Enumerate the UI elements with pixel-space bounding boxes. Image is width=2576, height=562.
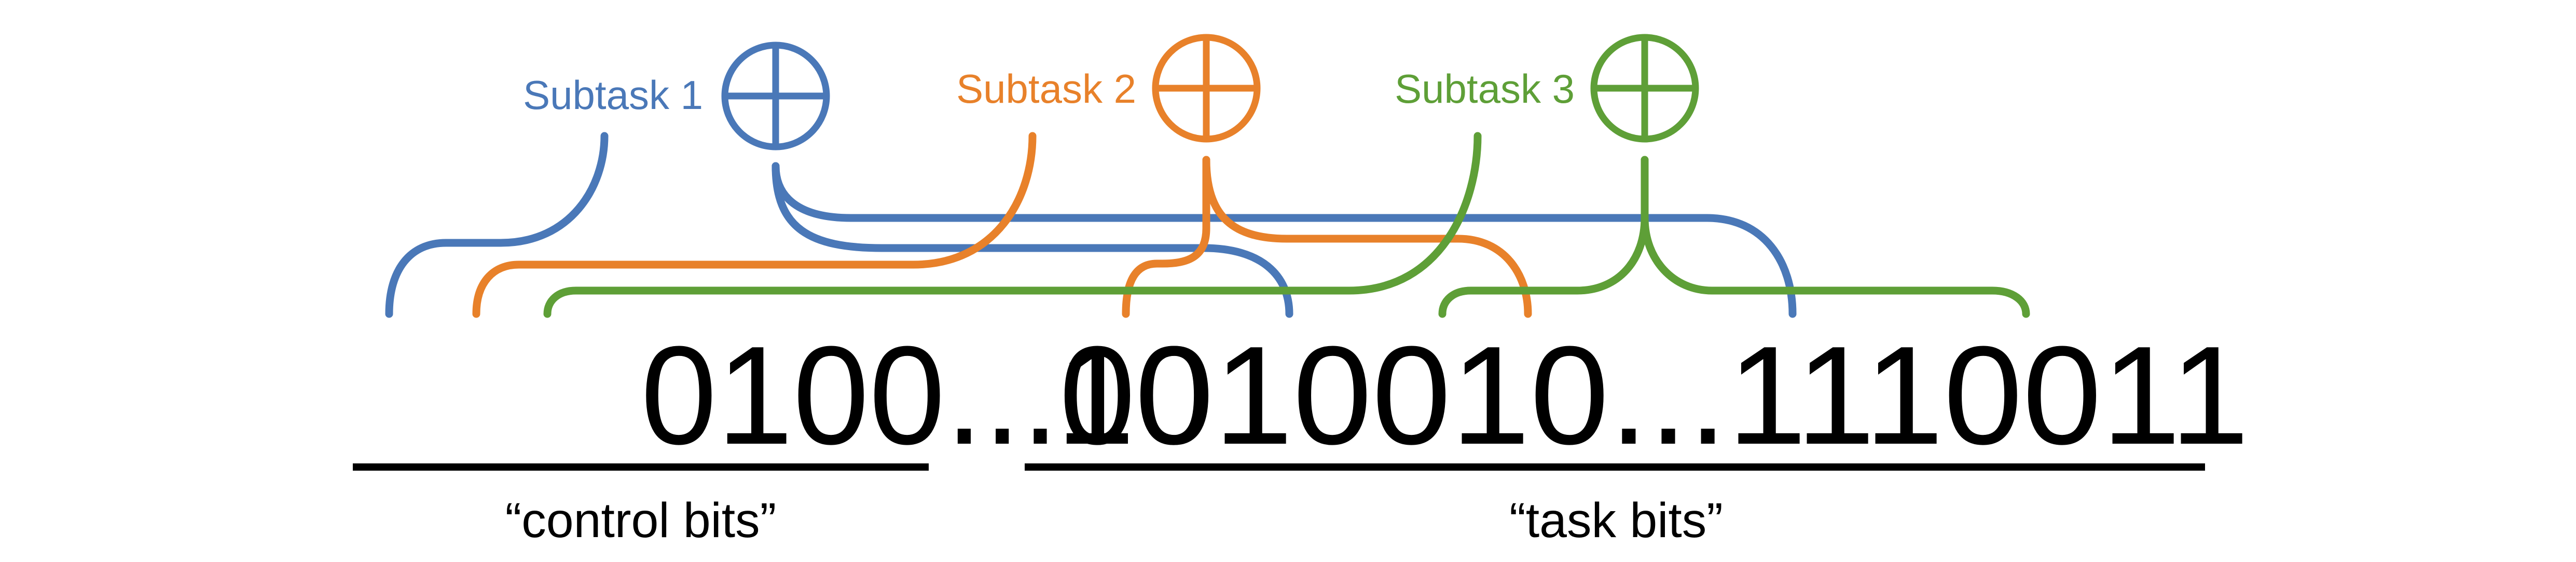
subtask-3-label: Subtask 3 bbox=[1395, 66, 1575, 112]
subtask-2-label: Subtask 2 bbox=[956, 66, 1136, 112]
control-bits-string: 0100...00 bbox=[641, 318, 1211, 474]
subtask-2-xor-icon bbox=[1152, 34, 1261, 143]
subtask-2-task-wire-b bbox=[1202, 156, 1532, 318]
subtask-1-task-wire-a bbox=[772, 162, 1293, 318]
subtask-3-xor-icon bbox=[1590, 34, 1699, 143]
subtask-1-control-wire bbox=[385, 132, 609, 318]
control-bits-caption: “control bits” bbox=[505, 493, 777, 548]
subtask-2-control-wire bbox=[472, 132, 1037, 318]
subtask-3-task-wire-a bbox=[1438, 156, 1649, 318]
subtask-1-task-wire-b bbox=[772, 162, 1797, 318]
subtask-3-control-wire bbox=[543, 132, 1482, 318]
subtask-2-connections bbox=[472, 132, 1532, 318]
subtask-1-xor-icon bbox=[721, 42, 830, 150]
subtask-1-connections bbox=[385, 132, 1797, 318]
task-bits-string: 1010010...1110011 bbox=[1056, 318, 2249, 474]
subtask-2-task-wire-a bbox=[1122, 156, 1210, 318]
subtask-3-connections bbox=[543, 132, 2030, 318]
task-bits-caption: “task bits” bbox=[1509, 493, 1723, 548]
subtask-3-task-wire-b bbox=[1641, 156, 2030, 318]
subtask-1-label: Subtask 1 bbox=[523, 72, 703, 118]
